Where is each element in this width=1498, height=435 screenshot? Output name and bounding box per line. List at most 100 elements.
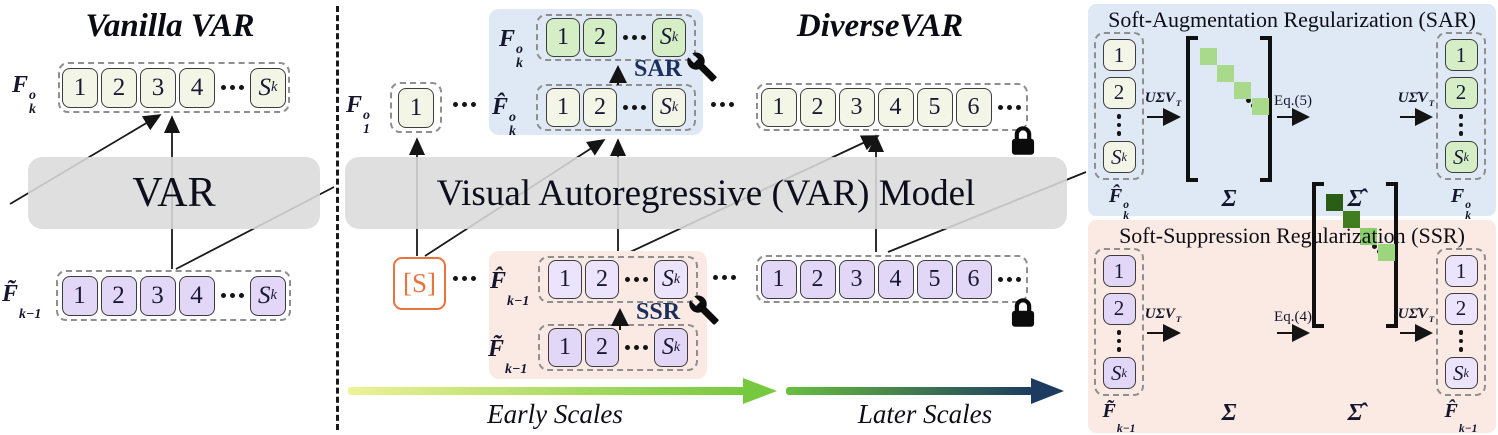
token: 2 [1444, 292, 1478, 325]
token: 6 [955, 259, 992, 299]
singular-value-square [1252, 98, 1269, 115]
ellipsis-dots [622, 277, 651, 282]
vertical-ellipsis-dots [1458, 114, 1464, 136]
vertical-ellipsis-dots [1458, 330, 1464, 352]
token: 2 [1444, 76, 1478, 109]
token: 2 [1102, 76, 1136, 109]
sar-tag: SAR [634, 56, 683, 82]
ellipsis-dots [995, 104, 1024, 110]
bracket-left [1312, 182, 1324, 328]
ellipsis-dots [620, 35, 649, 40]
token: 5 [916, 87, 953, 127]
sar-panel-title: Soft-Augmentation Regularization (SAR) [1108, 7, 1476, 32]
token: 2 [799, 259, 836, 299]
ssr-panel-title: Soft-Suppression Regularization (SSR) [1119, 223, 1465, 248]
sar-sigma-label: Σ [1221, 186, 1237, 212]
ellipsis-dots [620, 105, 649, 110]
token: 1 [546, 18, 580, 57]
ellipsis-dots [995, 276, 1024, 282]
token: 6 [955, 87, 992, 127]
ssr-eq-label: Eq.(4) [1274, 309, 1312, 325]
sar-eq-label: Eq.(5) [1274, 93, 1312, 109]
token: 4 [179, 67, 215, 108]
token: 3 [838, 87, 875, 127]
token: 1 [1102, 255, 1136, 287]
token: 4 [877, 259, 914, 299]
var-bar: VAR [28, 157, 320, 229]
ftilde-label: F̃k−1 [2, 281, 42, 322]
dots-after-ssr-group [710, 275, 739, 280]
token: 3 [140, 67, 176, 108]
token: 1 [760, 87, 797, 127]
wrench-icon-ssr [689, 295, 719, 325]
diversevar-title: DiverseVAR [796, 8, 964, 44]
singular-value-square [1360, 228, 1377, 245]
token: 2 [585, 260, 619, 299]
token: 3 [139, 275, 176, 316]
bracket-right [1260, 36, 1272, 182]
dots-after-start [450, 276, 479, 281]
var-model-bar: Visual Autoregressive (VAR) Model [345, 157, 1067, 229]
vertical-ellipsis-dots [1116, 114, 1122, 136]
token: 4 [877, 87, 914, 127]
panel-divider [336, 6, 339, 430]
later-scales-label: Later Scales [857, 399, 993, 429]
token: 2 [799, 87, 836, 127]
vanilla-var-title: Vanilla VAR [85, 8, 255, 44]
ssr-sigma-label: Σ [1221, 400, 1237, 426]
token: 1 [548, 260, 582, 299]
ftk1-label: F̃k−1 [488, 336, 528, 377]
token: 2 [585, 328, 619, 367]
token: 1 [1444, 255, 1478, 287]
lock-icon-bottom [1011, 298, 1035, 327]
dots-after-sar-group [708, 102, 737, 107]
ssr-sigmahat-label: Σ̂ [1347, 400, 1363, 426]
sar-sigmahat-matrix [1312, 182, 1398, 328]
fhk1-label: F̂k−1 [490, 268, 530, 309]
token: 5 [916, 259, 953, 299]
sar-sigma-matrix [1186, 36, 1272, 182]
diagonal-dots [1246, 98, 1251, 103]
token: 1 [548, 328, 582, 367]
var-model-label: Visual Autoregressive (VAR) Model [436, 172, 976, 214]
dots-after-f1 [450, 102, 479, 107]
singular-value-square [1343, 211, 1360, 228]
ssr-output-label: F̂k−1 [1444, 400, 1478, 435]
ellipsis-dots [218, 293, 247, 298]
singular-value-square [1200, 48, 1217, 65]
token: 1 [398, 87, 434, 128]
singular-value-square [1234, 82, 1251, 99]
sar-sigmahat-label: Σ̂ [1347, 186, 1363, 212]
start-token: [S] [393, 257, 446, 310]
token: 1 [546, 88, 580, 127]
var-bar-label: VAR [132, 170, 216, 216]
token: 1 [760, 259, 797, 299]
token: 1 [62, 67, 98, 108]
token: 2 [583, 88, 617, 127]
vertical-ellipsis-dots [1116, 330, 1122, 352]
